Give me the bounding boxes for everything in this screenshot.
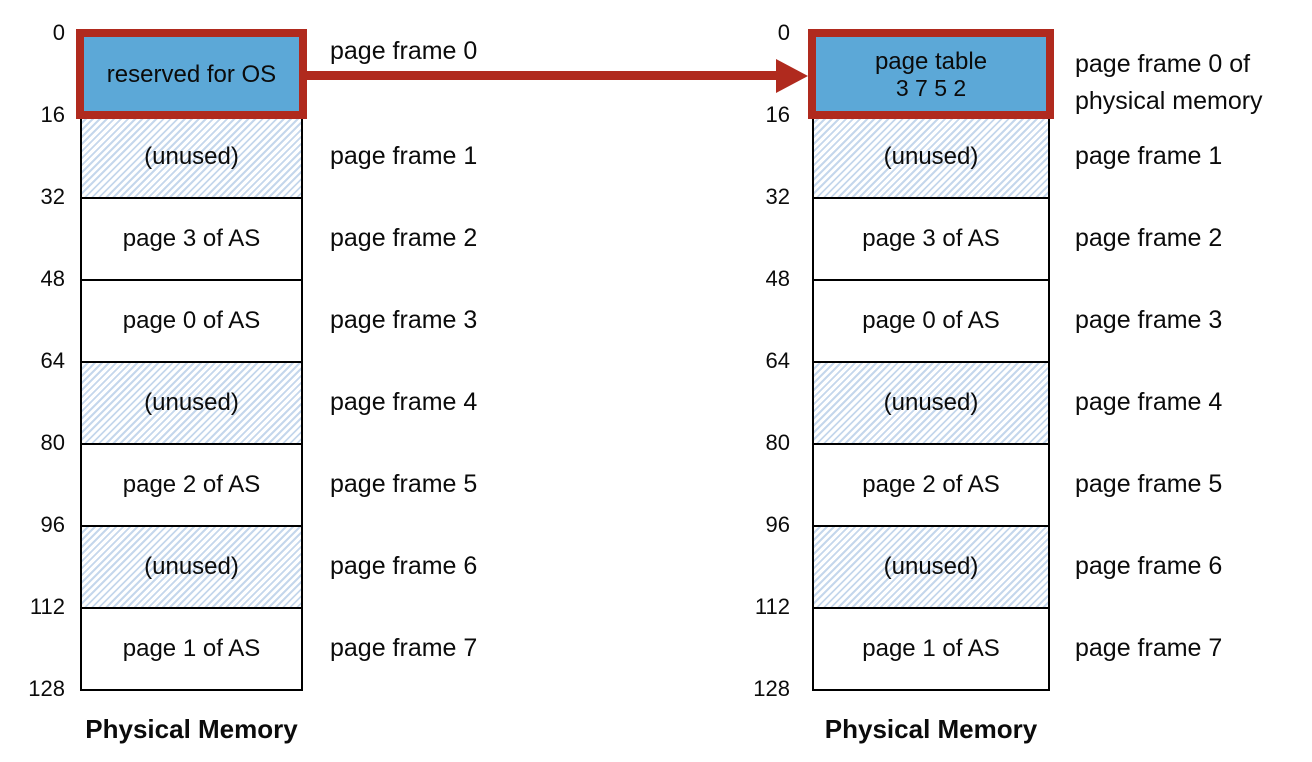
left-frame-6-cell: (unused) (80, 525, 303, 609)
right-frame-3-cell: page 0 of AS (812, 279, 1050, 363)
right-frame-1-cell: (unused) (812, 115, 1050, 199)
right-side-label-5: page frame 5 (1075, 470, 1223, 498)
right-address-128: 128 (753, 676, 790, 701)
left-frame-5-cell: page 2 of AS (80, 443, 303, 527)
right-caption: Physical Memory (824, 714, 1038, 744)
right-frame-0-highlight: page table 3 7 5 2 (808, 29, 1054, 119)
left-side-label-5: page frame 5 (330, 470, 478, 498)
right-side-label-0-line1: page frame 0 of (1075, 50, 1251, 78)
left-frame-4-cell: (unused) (80, 361, 303, 445)
right-side-label-7: page frame 7 (1075, 634, 1223, 662)
left-address-0: 0 (52, 20, 65, 45)
right-side-label-0: page frame 0 of physical memory (1075, 46, 1263, 120)
right-frame-4-cell: (unused) (812, 361, 1050, 445)
left-side-label-4: page frame 4 (330, 388, 478, 416)
right-side-label-2: page frame 2 (1075, 224, 1223, 252)
left-frame-0-highlight: reserved for OS (76, 29, 307, 119)
right-side-label-1: page frame 1 (1075, 142, 1223, 170)
page-table-entries: 3 7 5 2 (895, 74, 967, 101)
page-table-arrow-head-icon (776, 59, 808, 93)
left-side-label-7: page frame 7 (330, 634, 478, 662)
left-address-112: 112 (29, 594, 65, 619)
right-address-32: 32 (765, 184, 790, 209)
left-side-label-2: page frame 2 (330, 224, 478, 252)
left-address-80: 80 (40, 430, 65, 455)
left-address-96: 96 (40, 512, 65, 537)
right-side-label-0-line2: physical memory (1075, 87, 1263, 115)
page-table-arrow (307, 71, 778, 80)
right-address-16: 16 (765, 102, 790, 127)
left-frame-1-cell: (unused) (80, 115, 303, 199)
right-frame-2-cell: page 3 of AS (812, 197, 1050, 281)
right-frame-5-cell: page 2 of AS (812, 443, 1050, 527)
right-side-label-3: page frame 3 (1075, 306, 1223, 334)
right-frame-0-label: page table (874, 47, 988, 75)
right-side-label-6: page frame 6 (1075, 552, 1223, 580)
left-frame-0-label: reserved for OS (106, 60, 277, 88)
right-address-64: 64 (765, 348, 790, 373)
right-address-48: 48 (765, 266, 790, 291)
right-address-0: 0 (777, 20, 790, 45)
left-side-label-1: page frame 1 (330, 142, 478, 170)
right-side-label-4: page frame 4 (1075, 388, 1223, 416)
left-address-64: 64 (40, 348, 65, 373)
left-side-label-6: page frame 6 (330, 552, 478, 580)
right-address-96: 96 (765, 512, 790, 537)
left-frame-2-cell: page 3 of AS (80, 197, 303, 281)
left-side-label-3: page frame 3 (330, 306, 478, 334)
left-frame-7-cell: page 1 of AS (80, 607, 303, 691)
left-caption: Physical Memory (85, 714, 298, 744)
left-address-32: 32 (40, 184, 65, 209)
right-address-112: 112 (754, 594, 790, 619)
right-frame-6-cell: (unused) (812, 525, 1050, 609)
right-frame-7-cell: page 1 of AS (812, 607, 1050, 691)
left-address-48: 48 (40, 266, 65, 291)
left-address-16: 16 (40, 102, 65, 127)
right-address-80: 80 (765, 430, 790, 455)
left-side-label-0: page frame 0 (330, 37, 478, 65)
left-address-128: 128 (28, 676, 65, 701)
left-frame-3-cell: page 0 of AS (80, 279, 303, 363)
